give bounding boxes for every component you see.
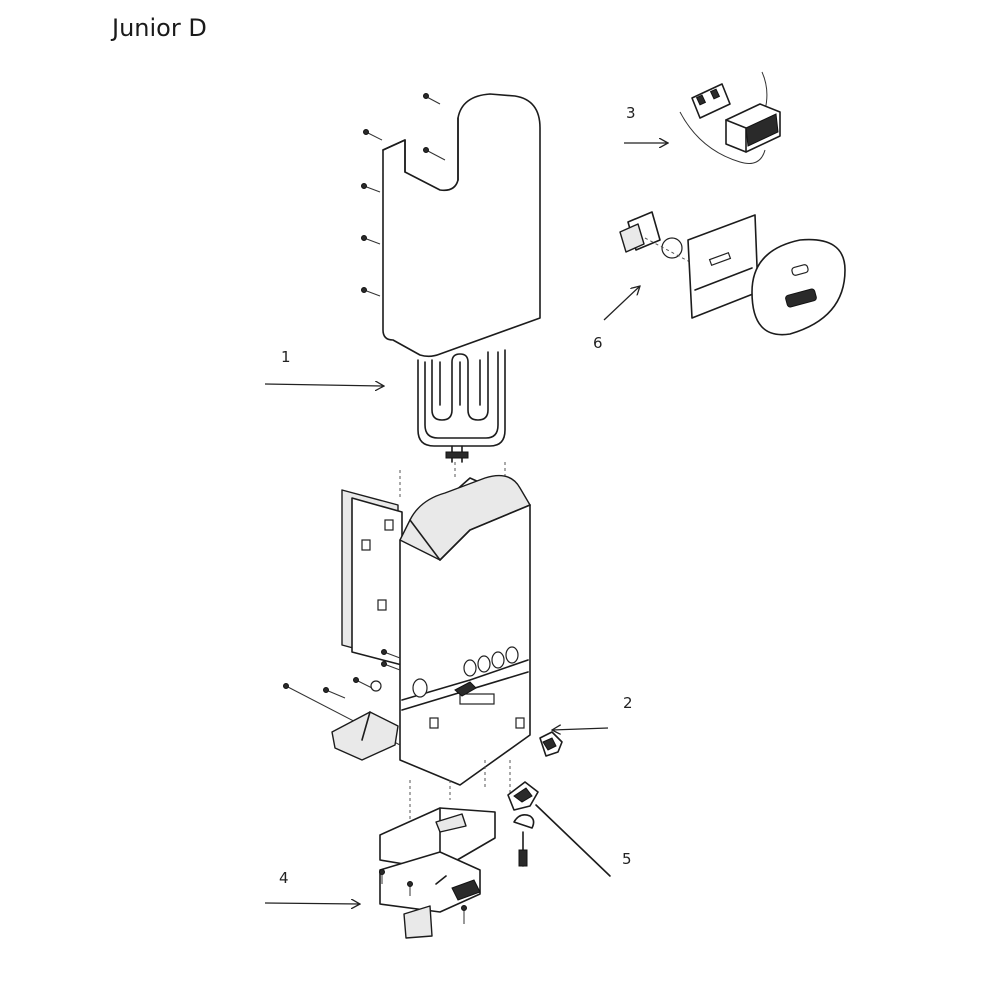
base-bracket [379, 780, 496, 939]
callout-arrows [264, 143, 668, 904]
cable-gland [539, 731, 563, 757]
sensor-bracket [679, 71, 781, 164]
callout-label-1: 1 [281, 348, 291, 366]
cover-screws [361, 93, 446, 297]
callout-label-4: 4 [279, 869, 289, 887]
callout-label-5: 5 [622, 850, 632, 868]
heater-body [283, 462, 531, 786]
callout-label-6: 6 [593, 334, 603, 352]
outer-cover [361, 93, 541, 358]
callout-arrow-2 [552, 728, 609, 730]
sensor-clip [484, 760, 611, 877]
callout-label-3: 3 [626, 104, 636, 122]
callout-label-2: 2 [623, 694, 633, 712]
heating-elements [417, 349, 506, 463]
callout-arrow-6 [603, 286, 640, 321]
control-panel [619, 211, 846, 336]
callout-arrow-4 [264, 903, 360, 904]
callout-arrow-1 [264, 384, 384, 386]
diagram-title: Junior D [112, 14, 207, 42]
base-screws [379, 869, 467, 924]
